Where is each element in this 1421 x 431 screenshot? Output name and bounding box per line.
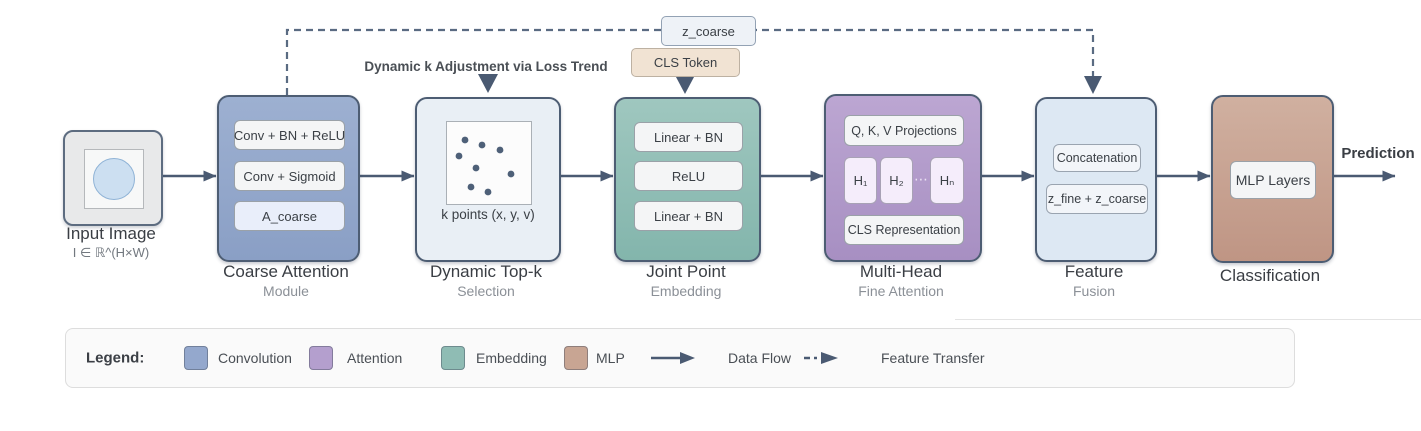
fusion-title: Feature <box>1064 262 1124 281</box>
attention-label: Attention <box>347 350 403 366</box>
head-1: H₁ <box>844 157 877 204</box>
embed-subtitle: Embedding <box>650 283 722 299</box>
head-ellipsis: ⋯ <box>914 171 928 187</box>
dynamic-k-arrowhead <box>478 74 498 93</box>
fusion-subtitle: Fusion <box>1072 283 1116 299</box>
input-image-node <box>63 130 163 226</box>
embed-layer-2: ReLU <box>634 161 743 191</box>
embedding-label: Embedding <box>476 350 547 366</box>
convolution-label: Convolution <box>218 350 292 366</box>
cls-token-tag: CLS Token <box>631 48 740 77</box>
topk-subtitle: Selection <box>457 283 515 299</box>
topk-caption: Dynamic Top-k Selection <box>411 262 561 299</box>
attention-swatch <box>309 346 333 370</box>
data-flow-label: Data Flow <box>728 350 792 366</box>
attention-subtitle: Fine Attention <box>858 283 944 299</box>
qkv-projections: Q, K, V Projections <box>844 115 964 146</box>
fusion-concatenation: Concatenation <box>1053 144 1141 172</box>
embed-layer-3: Linear + BN <box>634 201 743 231</box>
topk-title: Dynamic Top-k <box>429 262 543 281</box>
coarse-subtitle: Module <box>263 283 309 299</box>
fusion-zfine-zcoarse: z_fine + z_coarse <box>1046 184 1148 214</box>
head-n: Hₙ <box>930 157 964 204</box>
cls-token-arrowhead <box>676 77 694 94</box>
prediction-label: Prediction <box>1341 145 1415 162</box>
attention-caption: Multi-Head Fine Attention <box>826 262 976 299</box>
dynamic-topk-module: k points (x, y, v) <box>415 97 561 262</box>
scatter-points <box>455 136 515 196</box>
embed-title: Joint Point <box>646 262 726 281</box>
coarse-layer-1: Conv + BN + ReLU <box>234 120 345 150</box>
fusion-caption: Feature Fusion <box>1019 262 1169 299</box>
coarse-layer-3: A_coarse <box>234 201 345 231</box>
classification-module: MLP Layers <box>1211 95 1334 263</box>
convolution-swatch <box>184 346 208 370</box>
classification-caption: Classification <box>1195 266 1345 286</box>
classification-title: Classification <box>1219 266 1321 285</box>
joint-point-embedding-module: Linear + BN ReLU Linear + BN <box>614 97 761 262</box>
cls-representation: CLS Representation <box>844 215 964 245</box>
attention-title: Multi-Head <box>859 262 943 281</box>
coarse-attention-module: Conv + BN + ReLU Conv + Sigmoid A_coarse <box>217 95 360 262</box>
coarse-caption: Coarse Attention Module <box>211 262 361 299</box>
legend-title: Legend: <box>86 349 145 367</box>
embedding-swatch <box>441 346 465 370</box>
legend-panel: Legend: Convolution Attention Embedding … <box>65 328 1295 388</box>
head-2: H₂ <box>880 157 913 204</box>
mlp-layers: MLP Layers <box>1230 161 1316 199</box>
data-flow-arrow-icon <box>651 350 695 366</box>
input-caption: Input Image I ∈ ℝ^(H×W) <box>36 224 186 261</box>
z-coarse-tag: z_coarse <box>661 16 756 46</box>
feature-transfer-arrow-icon <box>804 350 844 366</box>
scatter-plot <box>446 121 532 205</box>
feature-transfer-arrowhead <box>1084 76 1102 94</box>
multi-head-attention-module: Q, K, V Projections H₁ H₂ ⋯ Hₙ CLS Repre… <box>824 94 982 262</box>
embed-layer-1: Linear + BN <box>634 122 743 152</box>
dynamic-k-annotation: Dynamic k Adjustment via Loss Trend <box>364 59 608 74</box>
feature-fusion-module: Concatenation z_fine + z_coarse <box>1035 97 1157 262</box>
mlp-label: MLP <box>596 350 625 366</box>
coarse-layer-2: Conv + Sigmoid <box>234 161 345 191</box>
image-thumbnail <box>84 149 144 209</box>
mlp-swatch <box>564 346 588 370</box>
embed-caption: Joint Point Embedding <box>611 262 761 299</box>
feature-transfer-label: Feature Transfer <box>881 350 985 366</box>
input-subtitle: I ∈ ℝ^(H×W) <box>72 245 150 260</box>
coarse-title: Coarse Attention <box>223 262 349 281</box>
circle-glyph <box>93 158 135 200</box>
input-title: Input Image <box>66 224 156 243</box>
topk-points-caption: k points (x, y, v) <box>441 207 535 222</box>
divider-line <box>955 319 1421 320</box>
